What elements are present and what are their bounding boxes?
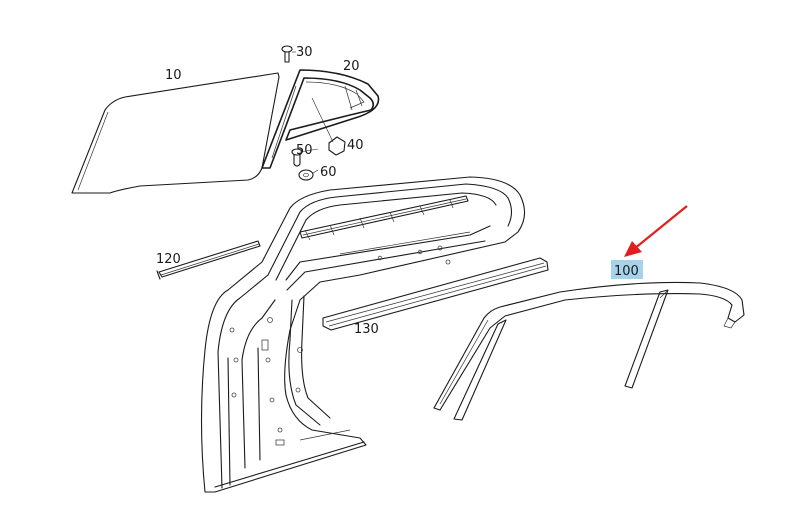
label-130: 130 [354, 322, 379, 337]
quarter-window-frame [261, 69, 380, 169]
leader-50 [299, 148, 319, 153]
label-30: 30 [296, 45, 313, 60]
washer-60 [298, 169, 314, 181]
label-60: 60 [320, 165, 337, 180]
bolt-30 [281, 45, 296, 63]
belt-molding-strip [156, 240, 261, 280]
door-shell [200, 176, 526, 493]
label-10: 10 [165, 68, 182, 83]
label-40: 40 [347, 138, 364, 153]
label-20: 20 [343, 59, 360, 74]
screw-50 [291, 148, 303, 167]
window-channel-seal [322, 257, 549, 331]
label-100: 100 [614, 264, 639, 279]
window-frame-seal [433, 281, 745, 421]
label-50: 50 [296, 143, 313, 158]
highlight-box [611, 260, 643, 279]
clip-40 [311, 97, 346, 156]
pointer-arrow [624, 205, 688, 257]
leader-60 [312, 169, 319, 174]
label-120: 120 [156, 252, 181, 267]
window-glass [71, 72, 280, 194]
